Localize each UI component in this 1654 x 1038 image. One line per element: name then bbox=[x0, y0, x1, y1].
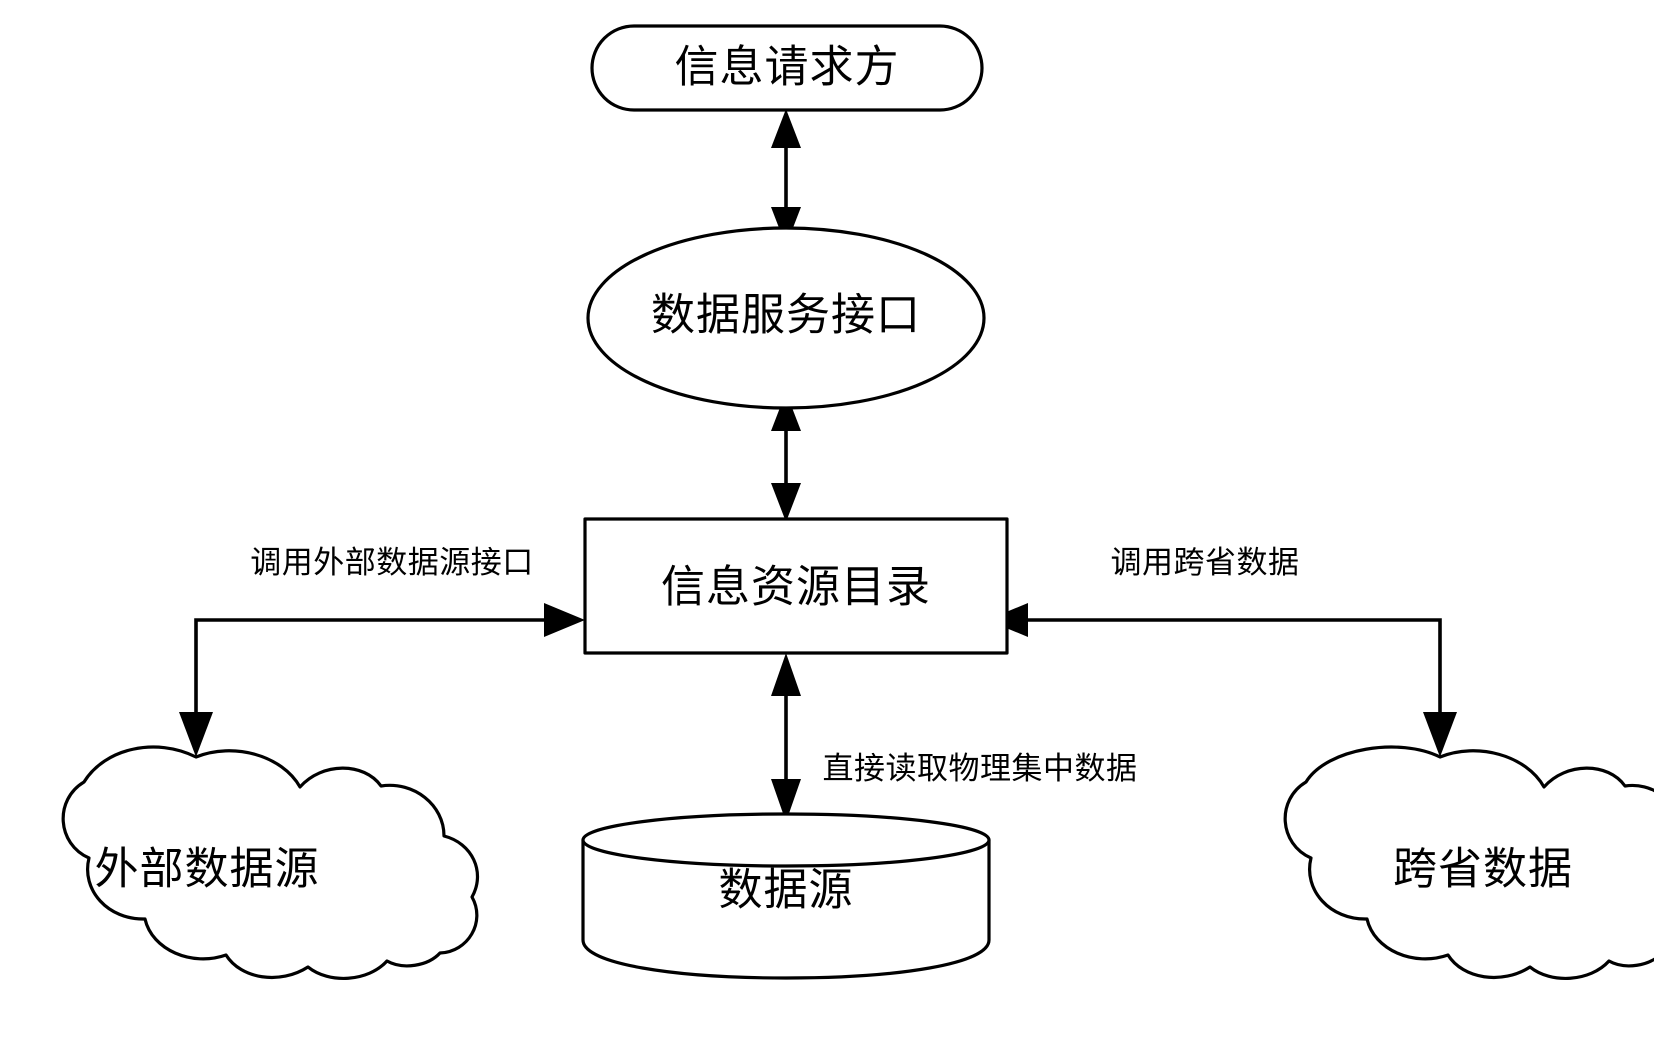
arrowhead-right-to-catalog bbox=[544, 603, 585, 637]
edge-external-catalog-path bbox=[194, 618, 565, 735]
data-source-label: 数据源 bbox=[719, 866, 854, 915]
requester-shape bbox=[590, 24, 984, 112]
cross-province-shape bbox=[1283, 745, 1654, 980]
external-source-label: 外部数据源 bbox=[95, 845, 320, 894]
node-external-source[interactable]: 外部数据源 bbox=[61, 745, 480, 980]
arrowhead-down-to-catalog bbox=[771, 483, 801, 522]
edge-label-central-read: 直接读取物理集中数据 bbox=[823, 751, 1138, 786]
node-requester[interactable]: 信息请求方 bbox=[590, 24, 984, 112]
resource-catalog-shape bbox=[583, 517, 1009, 655]
edge-label-external-call: 调用外部数据源接口 bbox=[250, 545, 534, 580]
external-source-shape bbox=[61, 745, 480, 980]
cross-province-label: 跨省数据 bbox=[1393, 845, 1573, 894]
resource-catalog-label: 信息资源目录 bbox=[661, 563, 931, 612]
arrowhead-down-to-datasource bbox=[771, 779, 801, 822]
edge-datasource-catalog bbox=[771, 653, 801, 822]
edge-external-catalog bbox=[179, 603, 585, 757]
edge-crossprovince-catalog-path bbox=[1007, 618, 1442, 735]
node-data-source[interactable]: 数据源 bbox=[581, 812, 991, 980]
node-service-interface[interactable]: 数据服务接口 bbox=[586, 226, 986, 410]
edge-crossprovince-catalog bbox=[987, 603, 1457, 757]
arrowhead-up-to-requester bbox=[771, 109, 801, 148]
edge-label-cross-province-call: 调用跨省数据 bbox=[1111, 545, 1300, 580]
arrowhead-up-to-interface bbox=[771, 392, 801, 431]
requester-label: 信息请求方 bbox=[675, 43, 900, 92]
data-source-top-ellipse bbox=[581, 812, 991, 868]
data-source-body bbox=[581, 838, 991, 980]
service-interface-label: 数据服务接口 bbox=[651, 291, 921, 340]
service-interface-shape bbox=[586, 226, 986, 410]
node-cross-province[interactable]: 跨省数据 bbox=[1283, 745, 1654, 980]
node-resource-catalog[interactable]: 信息资源目录 bbox=[583, 517, 1009, 655]
edge-requester-interface bbox=[771, 109, 801, 246]
arrowhead-down-to-external-source bbox=[179, 712, 213, 757]
arrowhead-down-to-crossprovince bbox=[1423, 712, 1457, 757]
arrowhead-up-to-catalog bbox=[771, 653, 801, 696]
edge-interface-catalog bbox=[771, 392, 801, 522]
